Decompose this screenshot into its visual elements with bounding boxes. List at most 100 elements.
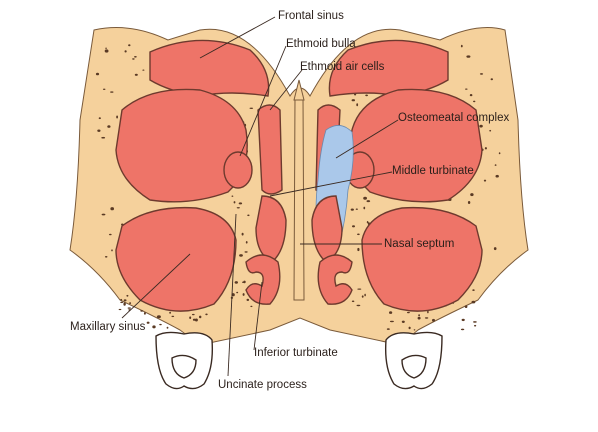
bone-speckle — [107, 125, 111, 128]
bone-speckle — [143, 312, 146, 315]
bone-speckle — [159, 323, 162, 326]
bone-speckle — [244, 251, 248, 253]
right-maxillary-sinus — [361, 206, 483, 312]
left-maxillary-sinus — [115, 206, 237, 312]
inferior-turbinate-left — [245, 254, 281, 305]
leader-ethmoid-bulla — [239, 45, 287, 157]
bone-speckle — [241, 232, 244, 236]
bone-speckle — [111, 249, 113, 252]
left-orbit-region — [115, 88, 248, 203]
bone-speckle — [242, 293, 245, 296]
bone-speckle — [366, 221, 369, 224]
bone-speckle — [361, 295, 364, 298]
label-maxillary-sinus: Maxillary sinus — [70, 321, 146, 333]
bone-speckle — [357, 288, 362, 290]
bone-speckle — [104, 49, 109, 53]
bone-speckle — [465, 88, 468, 90]
bone-speckle — [199, 315, 202, 319]
bone-speckle — [110, 207, 114, 211]
bone-speckle — [366, 200, 371, 203]
bone-speckle — [236, 207, 240, 209]
bone-speckle — [123, 299, 127, 302]
bone-speckle — [473, 100, 476, 103]
leader-inferior-turbinate — [253, 281, 263, 351]
bone-speckle — [116, 115, 118, 119]
bone-speckle — [466, 55, 471, 58]
bone-speckle — [127, 307, 131, 309]
bone-speckle — [494, 164, 497, 166]
bone-speckle — [427, 310, 429, 314]
bone-speckle — [171, 315, 175, 318]
bone-speckle — [102, 88, 106, 91]
bone-speckle — [249, 107, 254, 110]
bone-speckle — [105, 47, 107, 49]
bone-speckle — [152, 325, 156, 329]
bone-speckle — [205, 313, 208, 316]
bone-speckle — [401, 320, 405, 323]
label-osteomeatal-complex: Osteomeatal complex — [398, 112, 509, 124]
bone-speckle — [236, 291, 239, 294]
leader-ethmoid-air-cells — [269, 69, 303, 111]
bone-speckle — [110, 91, 114, 93]
bone-speckle — [101, 213, 106, 216]
bone-speckle — [474, 324, 477, 327]
bone-speckle — [386, 328, 390, 330]
bone-speckle — [189, 316, 192, 320]
bone-speckle — [351, 300, 355, 303]
bone-speckle — [246, 298, 250, 301]
bone-speckle — [418, 314, 420, 317]
crista-galli — [293, 79, 305, 101]
ethmoid-bulla-left — [223, 151, 253, 189]
nasal-septum — [293, 95, 305, 301]
left-tooth-inner — [171, 354, 197, 379]
bone-speckle — [169, 311, 172, 314]
bone-speckle — [484, 147, 487, 150]
bone-speckle — [101, 136, 106, 139]
bone-speckle — [233, 201, 236, 204]
leader-osteomeatal-complex — [335, 119, 399, 159]
leader-uncinate-process — [227, 213, 237, 377]
bone-speckle — [194, 318, 198, 322]
label-nasal-septum: Nasal septum — [384, 238, 454, 250]
bone-speckle — [464, 305, 468, 308]
bone-speckle — [471, 300, 476, 304]
bone-speckle — [472, 289, 475, 291]
bone-speckle — [389, 311, 393, 314]
bone-speckle — [413, 329, 416, 331]
bone-speckle — [424, 317, 429, 319]
label-frontal-sinus: Frontal sinus — [278, 10, 344, 22]
label-ethmoid-air-cells: Ethmoid air cells — [300, 61, 385, 73]
bone-speckle — [355, 208, 358, 210]
bone-speckle — [120, 298, 123, 301]
bone-speckle — [350, 208, 354, 211]
bone-speckle — [460, 44, 463, 48]
bone-speckle — [108, 233, 112, 236]
bone-speckle — [118, 308, 122, 311]
bone-speckle — [406, 311, 410, 314]
bone-speckle — [128, 44, 131, 47]
bone-speckle — [473, 321, 477, 323]
bone-speckle — [460, 328, 465, 331]
bone-speckle — [467, 201, 471, 204]
bone-speckle — [245, 241, 248, 244]
bone-speckle — [134, 73, 138, 76]
bone-speckle — [124, 50, 127, 53]
bone-speckle — [356, 304, 361, 307]
bone-speckle — [495, 174, 499, 178]
middle-turbinate-left — [255, 195, 287, 263]
bone-speckle — [123, 302, 126, 306]
bone-speckle — [234, 281, 238, 284]
bone-speckle — [483, 179, 487, 182]
bone-speckle — [356, 103, 359, 107]
bone-speckle — [351, 99, 355, 102]
bone-speckle — [432, 318, 435, 322]
bone-speckle — [363, 196, 367, 200]
label-inferior-turbinate: Inferior turbinate — [254, 347, 338, 359]
bone-speckle — [126, 294, 129, 297]
inferior-turbinate-right — [317, 254, 353, 305]
bone-speckle — [142, 69, 145, 71]
label-middle-turbinate: Middle turbinate — [392, 165, 474, 177]
bone-speckle — [479, 73, 484, 75]
bone-speckle — [247, 214, 250, 217]
